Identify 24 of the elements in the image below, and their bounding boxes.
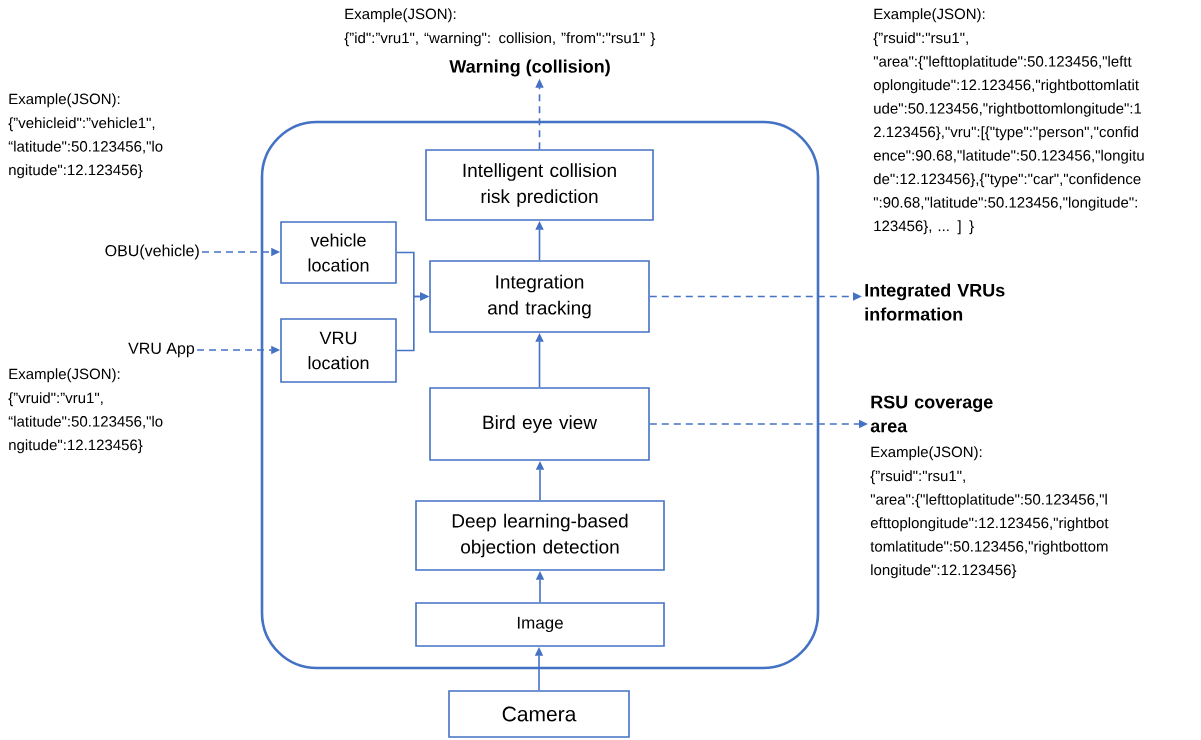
process-box: Camera	[448, 690, 630, 738]
input-label: OBU(vehicle)	[105, 244, 199, 260]
container-box	[260, 120, 820, 670]
input-label: VRU App	[128, 342, 195, 358]
output-label: Integrated VRUs information	[865, 283, 1005, 321]
process-box: Intelligent collision risk prediction	[425, 149, 654, 221]
example-json-text: Example(JSON):	[871, 446, 982, 461]
process-box: Image	[415, 602, 665, 647]
example-json-text: Example(JSON):	[345, 8, 456, 23]
process-box: Integration and tracking	[429, 260, 650, 333]
process-box: Bird eye view	[429, 387, 650, 461]
output-label: Warning (collision)	[449, 59, 610, 77]
example-json-text: {”rsuid":"rsu1", "area":{"lefttoplatitude":50.123456,"leftt oplongitude":12.123456,"rightbottomlatit ude":50.123456,"rightbottomlongitude":1 2.123456},"vru":[{"type":"person","confid ence":90.68,"latitude":50.123456,"longitu de":12.123456},{"type":"car","confidence ":90.68,"latitude":50.123456,"longitude": 123456}, ... ] }	[873, 32, 1144, 235]
process-box: vehicle location	[280, 221, 397, 284]
process-box: VRU location	[280, 318, 397, 383]
example-json-text: Example(JSON):	[9, 93, 120, 108]
example-json-text: {”id":”vru1", “warning": collision, ”from":"rsu1" }	[344, 32, 656, 47]
process-box: Deep learning-based objection detection	[415, 500, 665, 571]
example-json-text: {”vruid":”vru1", “latitude":50.123456,"lo ngitude":12.123456}	[8, 392, 163, 454]
output-label: RSU coverage area	[870, 395, 993, 433]
example-json-text: {”rsuid":"rsu1", "area":{"lefttoplatitude":50.123456,"l efttoplongitude":12.123456,"rightbot tomlatitude":50.123456,"rightbottom longitude":12.123456}	[870, 470, 1109, 579]
example-json-text: Example(JSON):	[9, 368, 120, 383]
example-json-text: Example(JSON):	[874, 8, 985, 23]
example-json-text: {”vehicleid":”vehicle1", “latitude":50.123456,"lo ngitude":12.123456}	[8, 117, 163, 179]
